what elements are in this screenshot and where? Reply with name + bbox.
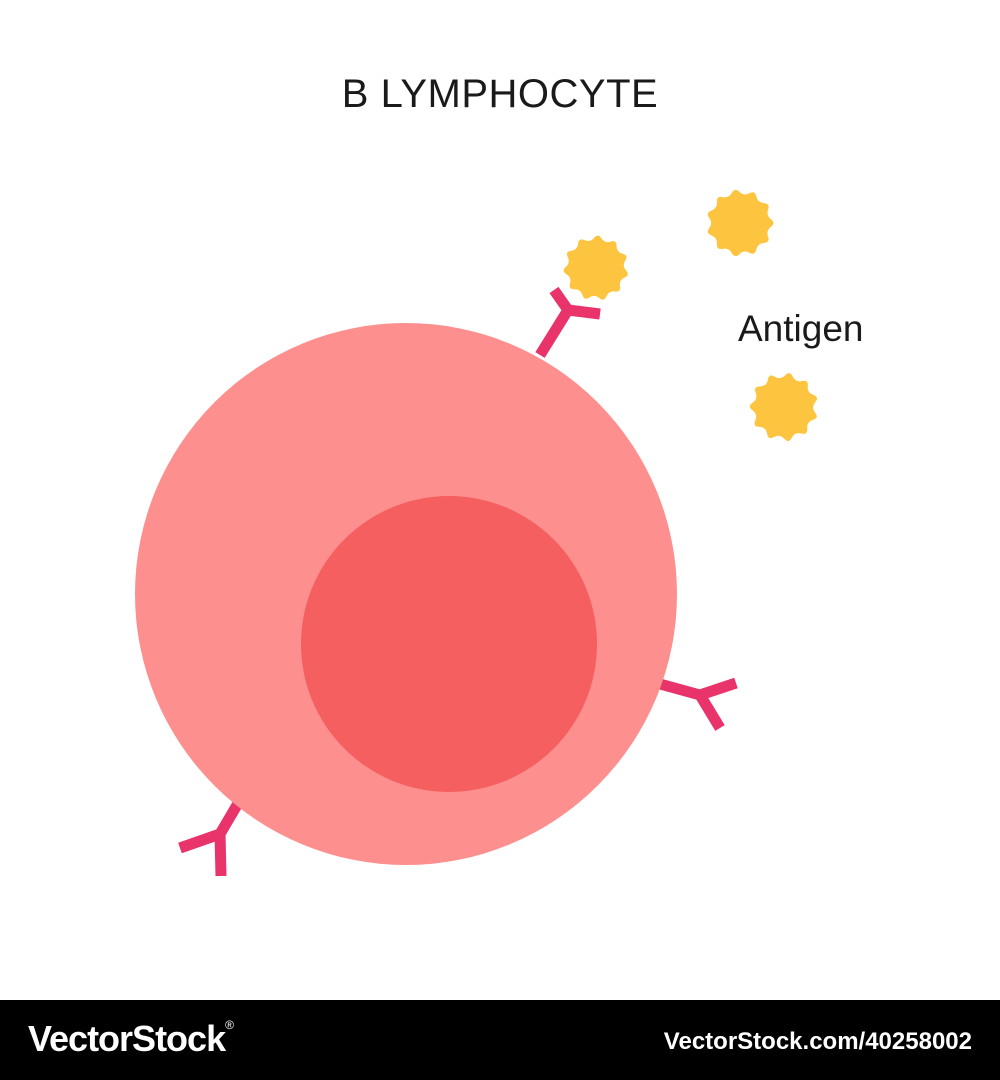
antibody-right [658,677,738,731]
antigen-shape [563,235,628,300]
registered-mark: ® [225,1018,234,1032]
antibody-top-right [535,286,601,358]
antigen-particle [707,189,774,257]
footer-brand-logo: VectorStock® [28,1018,234,1060]
antigen-particle [749,373,818,441]
antigen-shape [749,373,818,441]
lymphocyte-diagram [135,189,818,877]
antigen-particle [563,235,628,300]
footer-image-id: VectorStock.com/40258002 [663,1028,972,1055]
footer-brand-text: VectorStock [28,1018,226,1059]
antigen-label: Antigen [738,308,864,349]
diagram-title: B LYMPHOCYTE [341,72,659,116]
watermark-footer: VectorStock® VectorStock.com/40258002 [0,1000,1000,1080]
antigen-shape [707,189,774,257]
diagram-canvas: B LYMPHOCYTE Antigen [135,72,864,877]
cell-nucleus [301,496,597,792]
antibody-bottom-left [178,797,245,877]
